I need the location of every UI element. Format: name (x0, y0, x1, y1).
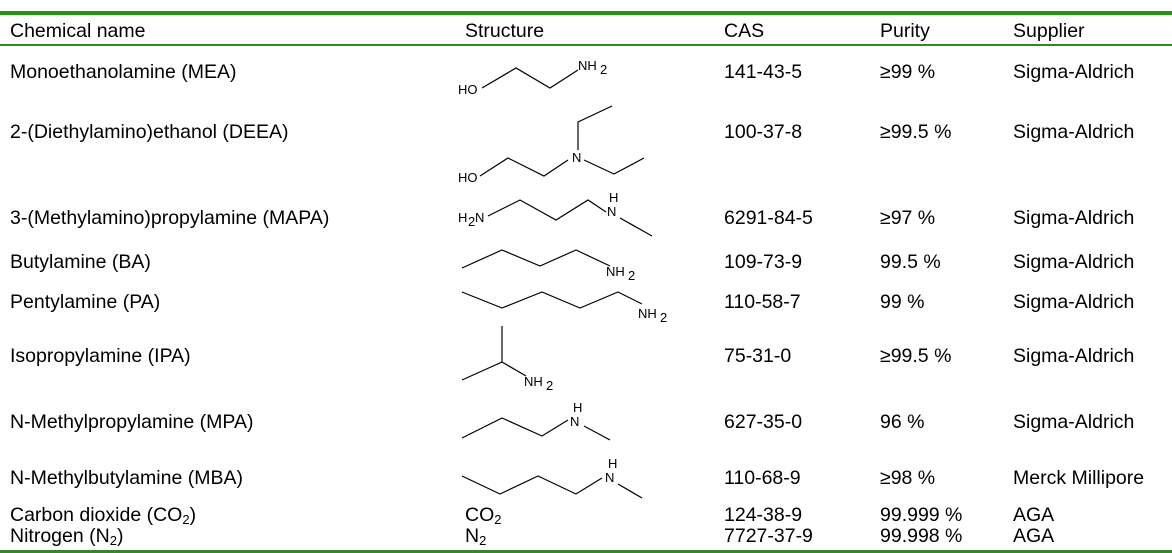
svg-text:H: H (458, 210, 467, 225)
table-row-name: N-Methylpropylamine (MPA) (10, 411, 254, 433)
svg-text:HO: HO (458, 82, 478, 97)
table-row-purity: 99.999 % (880, 504, 963, 526)
svg-text:N: N (607, 204, 616, 219)
svg-text:N: N (475, 210, 484, 225)
table-bottom-rule (0, 550, 1172, 553)
table-row-name: 3-(Methylamino)propylamine (MAPA) (10, 207, 330, 229)
table-row-cas: 110-58-7 (724, 291, 801, 313)
table-row-cas: 7727-37-9 (724, 525, 813, 547)
table-row-purity: ≥99.5 % (880, 121, 952, 143)
table-row-purity: ≥98 % (880, 467, 936, 489)
table-row-cas: 100-37-8 (724, 121, 803, 143)
svg-text:2: 2 (600, 62, 607, 77)
svg-text:NH: NH (606, 264, 625, 279)
table-row-supplier: Sigma-Aldrich (1013, 61, 1135, 83)
table-row-purity: 96 % (880, 411, 925, 433)
table-header-rule (0, 44, 1172, 46)
deea-structure: HO N (458, 105, 645, 185)
svg-text:H: H (608, 456, 617, 471)
table-row-supplier: Sigma-Aldrich (1013, 121, 1135, 143)
table-row-cas: 110-68-9 (724, 467, 801, 489)
svg-text:N: N (570, 414, 579, 429)
table-row-cas: 75-31-0 (724, 345, 792, 367)
table-row-supplier: Sigma-Aldrich (1013, 411, 1135, 433)
table-row-name: N-Methylbutylamine (MBA) (10, 467, 243, 489)
table-top-rule (0, 11, 1172, 15)
table-row-supplier: Sigma-Aldrich (1013, 207, 1135, 229)
table-row-name: Isopropylamine (IPA) (10, 345, 191, 367)
svg-text:H: H (573, 400, 582, 415)
svg-text:2: 2 (628, 268, 635, 283)
table-row-supplier: Merck Millipore (1013, 467, 1145, 489)
table-row-name: Monoethanolamine (MEA) (10, 61, 237, 83)
table-row-cas: 124-38-9 (724, 504, 803, 526)
table-row-purity: ≥99.5 % (880, 345, 952, 367)
ipa-structure: NH 2 (461, 326, 553, 393)
svg-text:2: 2 (546, 378, 553, 393)
table-row-name: Pentylamine (PA) (10, 291, 161, 313)
mpa-structure: H N (461, 400, 611, 441)
table-row-supplier: AGA (1013, 504, 1055, 526)
table-row-supplier: Sigma-Aldrich (1013, 251, 1135, 273)
table-row-purity: 99 % (880, 291, 925, 313)
svg-text:H: H (609, 190, 618, 205)
pa-structure: NH 2 (461, 291, 667, 325)
svg-text:NH: NH (638, 306, 657, 321)
table-row-cas: 6291-84-5 (724, 207, 813, 229)
mea-structure: HO NH 2 (458, 58, 607, 97)
header-cas: CAS (724, 20, 765, 42)
svg-text:2: 2 (468, 214, 475, 229)
table-row-name: Carbon dioxide (CO2) (10, 504, 197, 527)
mapa-structure: H 2 N H N (458, 190, 653, 237)
svg-text:N: N (572, 150, 581, 165)
table-row-cas: 627-35-0 (724, 411, 803, 433)
n2-structure: N2 (465, 525, 487, 548)
table-row-supplier: AGA (1013, 525, 1055, 547)
svg-text:N: N (605, 470, 614, 485)
table-row-purity: 99.998 % (880, 525, 963, 547)
table-row-cas: 141-43-5 (724, 61, 803, 83)
header-chemical-name: Chemical name (10, 20, 146, 42)
header-structure: Structure (465, 20, 545, 42)
table-row-name: Nitrogen (N2) (10, 525, 124, 548)
co2-structure: CO2 (465, 504, 502, 527)
table-row-supplier: Sigma-Aldrich (1013, 291, 1135, 313)
svg-text:NH: NH (524, 374, 543, 389)
table-row-purity: ≥97 % (880, 207, 936, 229)
table-row-supplier: Sigma-Aldrich (1013, 345, 1135, 367)
table-row-cas: 109-73-9 (724, 251, 803, 273)
table-row-name: Butylamine (BA) (10, 251, 151, 273)
header-supplier: Supplier (1013, 20, 1085, 42)
ba-structure: NH 2 (461, 249, 635, 283)
table-row-purity: 99.5 % (880, 251, 941, 273)
svg-text:NH: NH (578, 58, 597, 73)
header-purity: Purity (880, 20, 930, 42)
mba-structure: H N (461, 456, 643, 499)
table-row-name: 2-(Diethylamino)ethanol (DEEA) (10, 121, 289, 143)
svg-text:HO: HO (458, 170, 478, 185)
svg-text:2: 2 (660, 310, 667, 325)
table-row-purity: ≥99 % (880, 61, 936, 83)
